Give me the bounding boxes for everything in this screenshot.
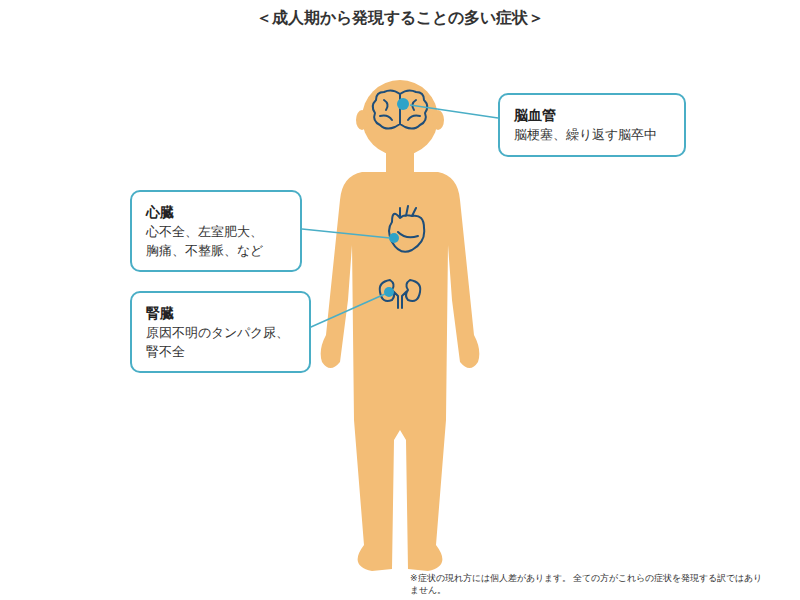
- callout-box: 腎臓原因不明のタンパク尿、 腎不全: [130, 291, 311, 373]
- brain-spot: [397, 98, 409, 110]
- ear: [356, 110, 368, 130]
- callout-box: 脳血管脳梗塞、繰り返す脳卒中: [498, 93, 686, 157]
- ear: [432, 110, 444, 130]
- organ-heading: 心臓: [146, 202, 286, 222]
- organ-heading: 脳血管: [514, 105, 670, 125]
- footnote: ※症状の現れ方には個人差があります。 全ての方がこれらの症状を発現する訳ではあり…: [410, 572, 770, 596]
- organ-heading: 腎臓: [146, 303, 295, 323]
- kidney-icon: [380, 280, 421, 308]
- symptom-text: 脳梗塞、繰り返す脳卒中: [514, 125, 670, 144]
- callout-box: 心臓心不全、左室肥大、 胸痛、不整脈、など: [130, 190, 302, 272]
- heart-icon: [389, 206, 424, 252]
- diagram-title: ＜成人期から発現することの多い症状＞: [0, 8, 800, 29]
- heart-spot: [389, 233, 399, 243]
- leader-line: [410, 105, 498, 118]
- symptom-text: 心不全、左室肥大、 胸痛、不整脈、など: [146, 222, 271, 260]
- head: [362, 80, 438, 156]
- leader-line: [302, 294, 385, 331]
- torso-limbs: [321, 172, 480, 571]
- symptom-text: 原因不明のタンパク尿、 腎不全: [146, 323, 294, 361]
- kidney-spot: [384, 287, 394, 297]
- brain-icon: [373, 90, 428, 128]
- leader-line: [302, 229, 390, 238]
